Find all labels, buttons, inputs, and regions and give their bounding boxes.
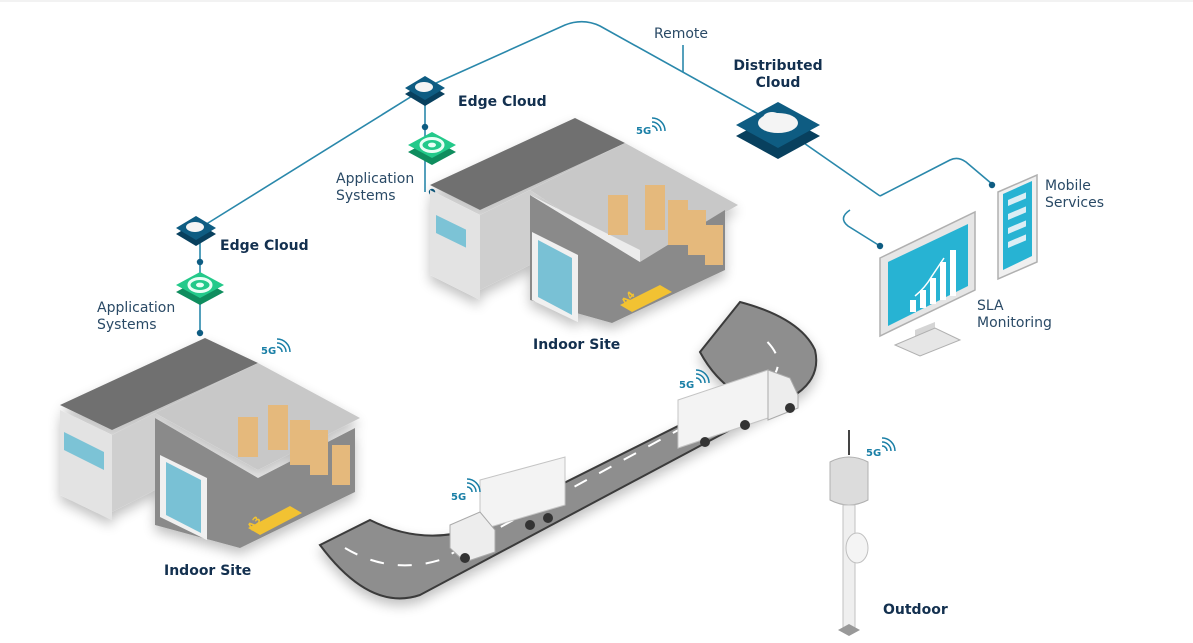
- mobile-device-icon[interactable]: [997, 173, 1038, 281]
- distributed-cloud-label-line1: Distributed: [733, 58, 823, 74]
- mobile-services-label-line2: Services: [1045, 194, 1105, 211]
- network-links: [199, 20, 993, 333]
- sla-monitoring-label-line2: Monitoring: [977, 314, 1052, 331]
- road: [318, 300, 818, 600]
- signal-5g-tower: 5G: [866, 448, 882, 459]
- edge-cloud-left-icon[interactable]: [176, 216, 216, 246]
- indoor-site-center-building[interactable]: [430, 118, 738, 323]
- link-edge-left-to-edge-top: [199, 87, 426, 229]
- signal-5g-site-center: 5G: [636, 126, 652, 137]
- link-services-branch: [842, 209, 881, 247]
- outdoor-label: Outdoor: [883, 602, 948, 618]
- top-border: [0, 0, 1193, 2]
- distributed-cloud-icon[interactable]: [736, 102, 820, 159]
- app-systems-left-icon[interactable]: [176, 272, 224, 305]
- signal-5g-site-left: 5G: [261, 346, 277, 357]
- remote-label: Remote: [654, 26, 709, 42]
- signal-icon: [881, 437, 896, 452]
- edge-cloud-left-label: Edge Cloud: [220, 238, 309, 254]
- link-edge-top-to-remote: [424, 20, 779, 126]
- link-dot: [876, 242, 884, 250]
- truck-rear: [677, 369, 799, 449]
- app-systems-top-label: Application Systems: [336, 171, 414, 205]
- indoor-site-center-label: Indoor Site: [533, 337, 621, 353]
- link-dot: [988, 181, 996, 189]
- signal-icon: [276, 338, 291, 353]
- signal-5g-truck-rear: 5G: [679, 380, 695, 391]
- sla-monitoring-label: SLA Monitoring: [977, 298, 1052, 332]
- distributed-cloud-label: Distributed Cloud: [733, 58, 823, 92]
- app-systems-left-label-line2: Systems: [97, 316, 157, 333]
- indoor-site-left-label: Indoor Site: [164, 563, 252, 579]
- app-systems-top-label-line2: Systems: [336, 187, 396, 204]
- app-systems-top-icon[interactable]: [408, 132, 456, 165]
- distributed-cloud-label-line2: Cloud: [755, 74, 801, 91]
- sla-monitor-icon[interactable]: [879, 210, 976, 357]
- signal-icon: [695, 369, 710, 384]
- app-systems-left-label-line1: Application: [97, 300, 176, 316]
- signal-5g-truck-front: 5G: [451, 492, 467, 503]
- mobile-services-label: Mobile Services: [1045, 178, 1104, 212]
- signal-icon: [651, 117, 666, 132]
- sla-monitoring-label-line1: SLA: [977, 298, 1004, 314]
- link-dot: [196, 258, 204, 266]
- app-systems-left-label: Application Systems: [97, 300, 175, 334]
- outdoor-tower[interactable]: [829, 430, 869, 636]
- mobile-services-label-line1: Mobile: [1045, 178, 1091, 194]
- signal-arcs: [276, 117, 896, 493]
- app-systems-top-label-line1: Application: [336, 171, 415, 187]
- link-to-mobile: [879, 157, 993, 197]
- indoor-site-left-building[interactable]: [60, 338, 360, 548]
- link-dot: [196, 329, 204, 337]
- truck-front: [449, 456, 566, 563]
- link-dot: [421, 123, 429, 131]
- signal-icon: [466, 478, 481, 493]
- edge-cloud-top-label: Edge Cloud: [458, 94, 547, 110]
- edge-cloud-top-icon[interactable]: [405, 76, 445, 106]
